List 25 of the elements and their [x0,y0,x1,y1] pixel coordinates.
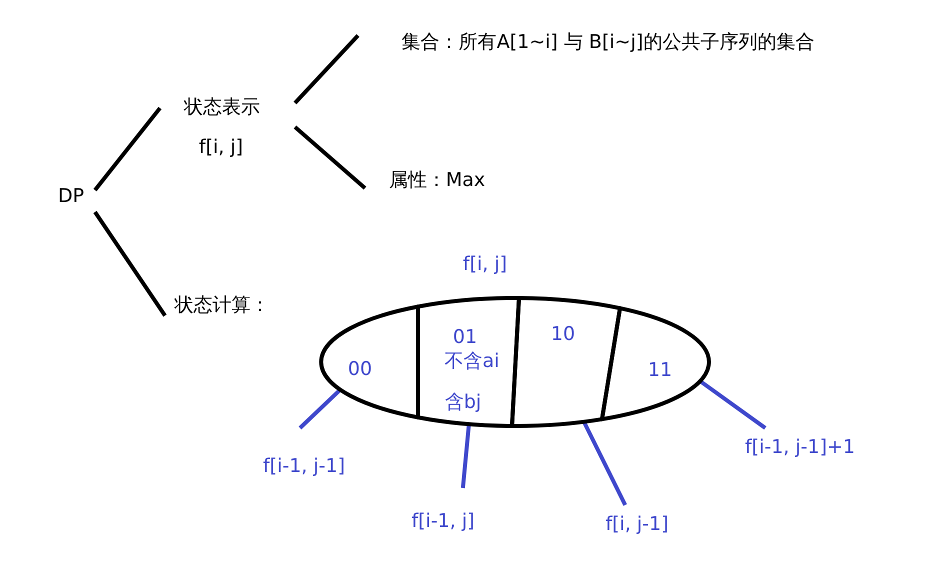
tree-label: DP [58,186,84,208]
formula-label: f[i, j-1] [605,514,669,536]
section-label: 00 [348,359,372,381]
ellipse-heading: f[i, j] [462,254,508,276]
leader-line [460,424,471,488]
section-label: 不含ai [444,351,500,373]
leader-line [582,421,627,506]
tree-label: f[i, j] [198,137,244,159]
section-label: 含bj [444,392,482,414]
formula-label: f[i-1, j] [411,511,475,533]
formula-label: f[i-1, j-1] [262,456,346,478]
leader-line [698,379,766,430]
tree-label: 属性：Max [388,170,486,192]
tree-label: 状态表示 [184,97,260,119]
branch-line [93,210,167,317]
formula-label: f[i-1, j-1]+1 [744,437,856,459]
branch-line [93,106,162,192]
definition-text: 集合：所有A[1~i] 与 B[i~j]的公共子序列的集合 [402,32,814,54]
tree-label: 状态计算： [174,295,270,317]
section-label: 01 [452,327,478,349]
branch-line [294,126,366,190]
section-label: 11 [648,360,672,382]
leader-line [298,388,342,430]
section-label: 10 [550,324,576,346]
branch-line [294,34,360,104]
